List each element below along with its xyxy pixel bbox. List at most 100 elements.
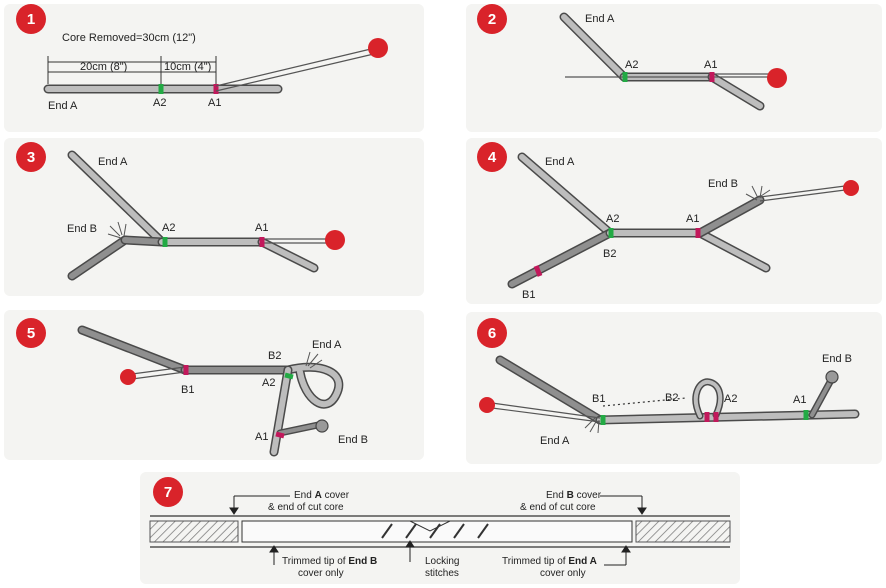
fid-line-top <box>491 402 601 419</box>
marker-b1 <box>533 265 543 277</box>
step-7-badge <box>153 477 183 507</box>
dim-left-label: 20cm (8") <box>80 61 127 73</box>
step-2-badge <box>477 4 507 34</box>
dim-right-label: 10cm (4") <box>164 61 211 73</box>
step-1-panel: 1 Core Removed=30cm (12") 20cm (8") 10cm… <box>4 4 424 132</box>
end-b-coil-icon <box>825 370 839 384</box>
end-b-label: End B <box>708 178 738 190</box>
a1-label: A1 <box>208 97 221 109</box>
fid-line-top <box>131 366 186 375</box>
step-3-number: 3 <box>27 149 35 166</box>
step-7-number: 7 <box>164 484 172 501</box>
step-1-badge <box>16 4 46 34</box>
a2-label: A2 <box>162 222 175 234</box>
fid-line-top <box>759 185 846 198</box>
step-4-background <box>466 138 882 304</box>
a2-label: A2 <box>153 97 166 109</box>
step-5-badge <box>16 318 46 348</box>
end-b-frayed-icon <box>745 185 771 201</box>
core-right-hatched <box>635 520 731 543</box>
a2-label: A2 <box>724 393 737 405</box>
end-a-rope <box>519 154 613 236</box>
a1-label: A1 <box>255 431 268 443</box>
end-b-rope <box>497 357 603 423</box>
end-a-rope <box>561 14 627 80</box>
core-left-hatched <box>149 520 239 543</box>
end-a-frayed-icon <box>584 417 600 434</box>
step-6-badge <box>477 318 507 348</box>
end-b-coil-icon <box>315 419 329 433</box>
end-b-join <box>122 237 165 245</box>
a2-label: A2 <box>606 213 619 225</box>
core-removed-label: Core Removed=30cm (12") <box>62 32 196 44</box>
end-b-label: End B <box>67 223 97 235</box>
step-6-panel: 6 End B B1 B2 A2 A1 End A <box>466 312 882 464</box>
stitches-label: stitches <box>425 568 459 579</box>
a1-label: A1 <box>704 59 717 71</box>
fid-ball <box>767 68 787 88</box>
end-b-label: End B <box>338 434 368 446</box>
b2-loop <box>693 379 723 418</box>
end-a-label: End A <box>312 339 342 351</box>
end-a-loop <box>285 364 342 408</box>
end-a-label: End A <box>585 13 615 25</box>
rope-tail <box>697 230 769 271</box>
b2-label: B2 <box>603 248 616 260</box>
b1-label: B1 <box>181 384 194 396</box>
step-3-background <box>4 138 424 296</box>
b1-label: B1 <box>522 289 535 301</box>
step-5-panel: 5 End A B2 A2 B1 A1 End B <box>4 310 424 460</box>
fid-ball <box>325 230 345 250</box>
locking-label: Locking <box>425 556 459 567</box>
end-a-label: End A <box>98 156 128 168</box>
end-a-cover-label: End A cover <box>294 490 350 501</box>
marker-a2 <box>284 372 294 380</box>
end-b-rope <box>69 237 128 279</box>
end-b-cover-label: End B cover <box>546 490 602 501</box>
end-b-tail <box>278 423 320 435</box>
end-of-cut-core-a-label: & end of cut core <box>268 502 344 513</box>
step-4-panel: 4 End A End B A2 A1 B2 B1 <box>466 138 882 304</box>
end-a-label: End A <box>540 435 570 447</box>
step-4-badge <box>477 142 507 172</box>
cover-taper <box>242 520 632 532</box>
annotation-arrows <box>229 495 647 566</box>
fid-line-lower <box>215 52 379 92</box>
rope-tail <box>709 74 763 109</box>
step-3-panel: 3 End A End B A2 A1 <box>4 138 424 296</box>
end-a-rope <box>69 152 165 245</box>
end-b-tail <box>810 380 832 417</box>
fid-line-upper <box>215 47 376 87</box>
end-b-rope <box>79 327 188 373</box>
end-of-cut-core-b-label: & end of cut core <box>520 502 596 513</box>
end-a-label: End A <box>545 156 575 168</box>
trimmed-tip-a-label: Trimmed tip of End A <box>502 556 597 567</box>
step-2-number: 2 <box>488 11 496 28</box>
end-b-label: End B <box>822 353 852 365</box>
end-a-frayed-icon <box>305 351 323 369</box>
step-1-number: 1 <box>27 11 35 28</box>
fid-line-bottom <box>759 189 846 202</box>
step-3-badge <box>16 142 46 172</box>
end-a-label: End A <box>48 100 78 112</box>
step-7-panel: 7 End A co <box>140 472 740 584</box>
stitch-path-dashed <box>602 397 687 407</box>
fid-ball <box>479 397 495 413</box>
fid-ball <box>120 369 136 385</box>
trimmed-tip-b-label: Trimmed tip of End B <box>282 556 377 567</box>
fid-line-bottom <box>131 371 186 380</box>
step-6-background <box>466 312 882 464</box>
marker-a1 <box>275 431 285 439</box>
trimmed-tip-b-line2: cover only <box>298 568 344 579</box>
a2-label: A2 <box>262 377 275 389</box>
step-5-number: 5 <box>27 325 35 342</box>
rope-down <box>271 367 291 455</box>
b2-label: B2 <box>665 392 678 404</box>
trimmed-tip-a-line2: cover only <box>540 568 586 579</box>
end-b-return <box>697 197 763 236</box>
step-1-background <box>4 4 424 132</box>
end-b-rope <box>509 230 613 287</box>
a2-label: A2 <box>625 59 638 71</box>
locking-stitch-marks <box>381 523 489 539</box>
